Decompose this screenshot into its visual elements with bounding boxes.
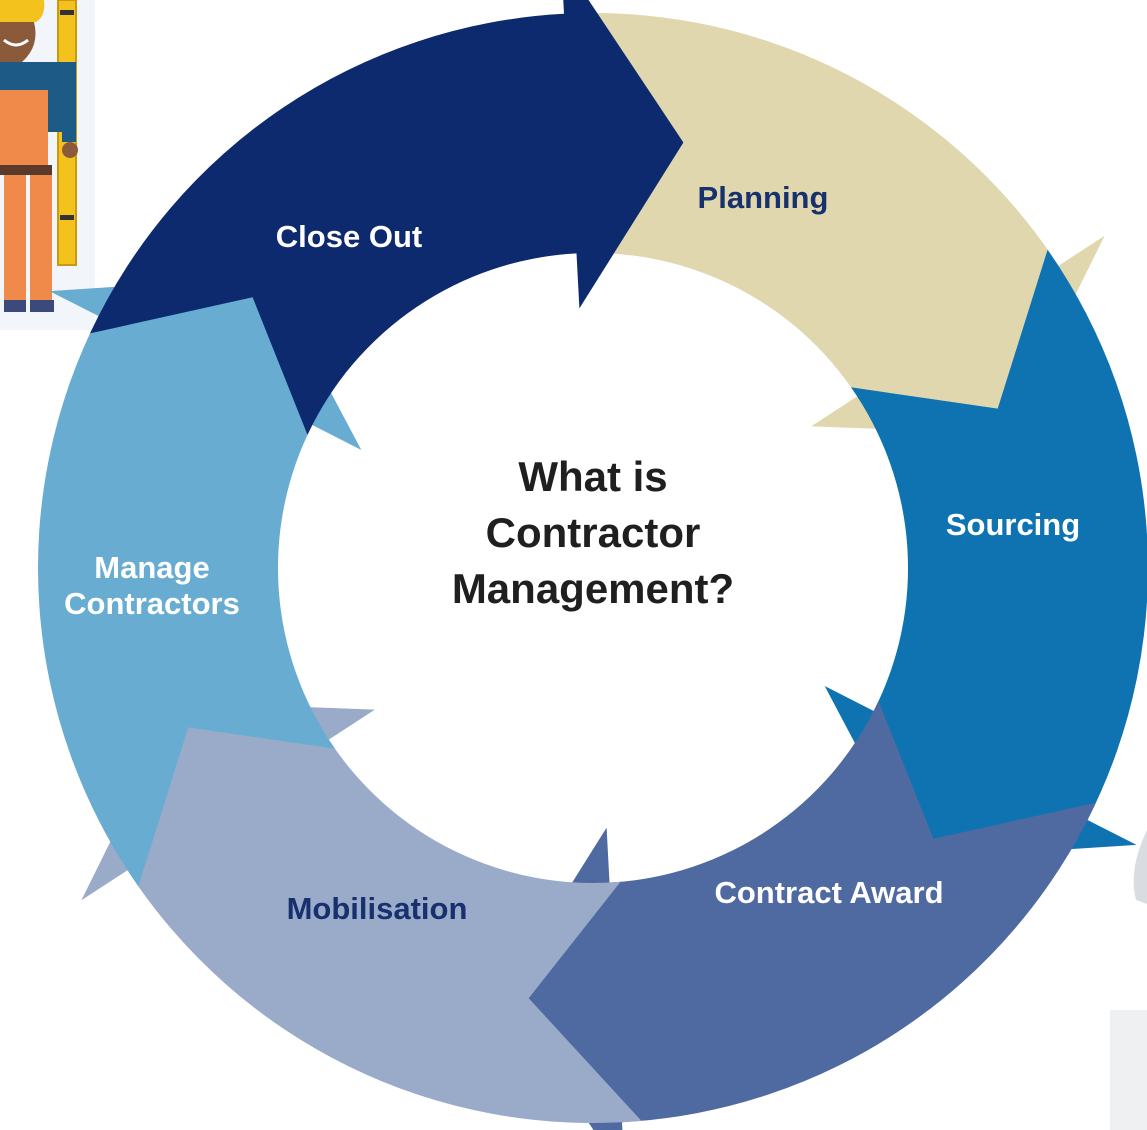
partial-cropped-object — [1110, 830, 1147, 1130]
cycle-segment-sourcing — [824, 249, 1147, 860]
stage-label-mobilisation: Mobilisation — [287, 891, 468, 926]
construction-worker-illustration — [0, 0, 95, 330]
cycle-segment-mobilisation — [81, 702, 642, 1124]
cycle-segment-contract-award — [502, 701, 1096, 1130]
cycle-segment-manage-contractors — [38, 276, 362, 887]
cycle-segment-close-out — [90, 0, 684, 435]
stage-label-planning: Planning — [698, 180, 829, 215]
stage-label-manage-contractors-line-2: Contractors — [64, 586, 240, 621]
stage-label-manage-contractors-line-1: Manage — [94, 550, 209, 585]
center-title-line-3: Management? — [452, 565, 734, 612]
cycle-segment-planning — [544, 12, 1105, 434]
center-title-line-2: Contractor — [486, 509, 701, 556]
stage-label-contract-award: Contract Award — [714, 875, 943, 910]
stage-label-close-out: Close Out — [276, 219, 422, 254]
center-title-line-1: What is — [518, 453, 667, 500]
stage-label-sourcing: Sourcing — [946, 507, 1080, 542]
